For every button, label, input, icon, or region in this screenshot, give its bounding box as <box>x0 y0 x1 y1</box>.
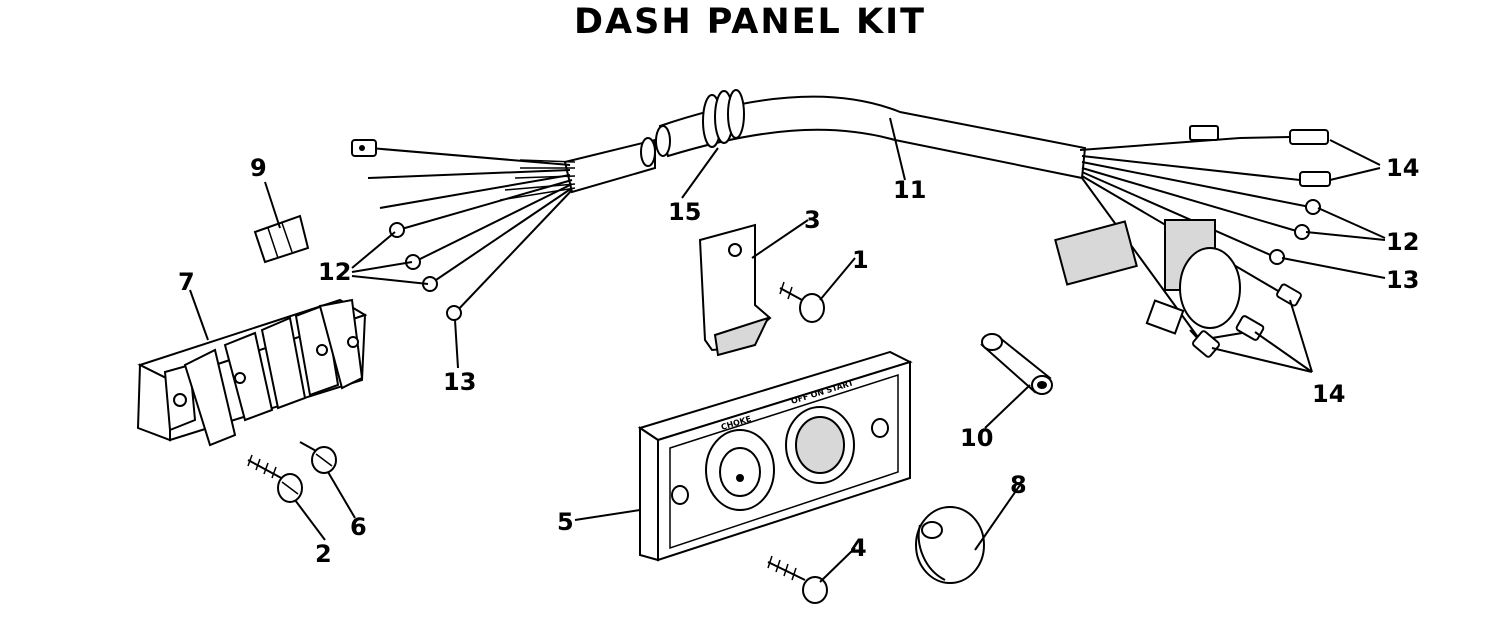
callout-12-left: 12 <box>318 258 351 286</box>
callout-7: 7 <box>178 268 195 296</box>
screw-1 <box>779 281 825 323</box>
callout-4: 4 <box>850 534 867 562</box>
callout-8: 8 <box>1010 471 1027 499</box>
callout-9: 9 <box>250 154 267 182</box>
right-wire-bundle <box>1054 125 1331 358</box>
wiring-harness <box>351 89 1331 358</box>
screw-2 <box>247 454 303 503</box>
mounting-bracket <box>698 223 772 357</box>
wire-connector <box>253 214 310 264</box>
left-wire-bundle <box>351 139 576 321</box>
callout-5: 5 <box>557 508 574 536</box>
callout-10: 10 <box>960 424 993 452</box>
grommet <box>702 89 745 148</box>
diagram-title: DASH PANEL KIT <box>573 2 927 42</box>
callout-14-top: 14 <box>1386 154 1419 182</box>
terminal-block <box>136 298 368 447</box>
screw-6 <box>299 441 337 474</box>
dash-panel: CHOKE OFF ON START <box>637 350 913 562</box>
callout-14-bottom: 14 <box>1312 380 1345 408</box>
callout-2: 2 <box>315 540 332 568</box>
callout-6: 6 <box>350 513 367 541</box>
button-plug <box>915 506 985 584</box>
leader-lines <box>189 117 1386 583</box>
sleeve <box>980 333 1053 395</box>
callout-12-right: 12 <box>1386 228 1419 256</box>
callout-13-left: 13 <box>443 368 476 396</box>
callout-15: 15 <box>668 198 701 226</box>
callout-11: 11 <box>893 176 926 204</box>
callout-3: 3 <box>804 206 821 234</box>
screw-4 <box>767 555 828 604</box>
callout-13-right: 13 <box>1386 266 1419 294</box>
callout-1: 1 <box>852 246 869 274</box>
callout-numbers: 9 7 12 13 15 11 3 1 2 6 5 4 8 10 14 12 1… <box>178 154 1419 568</box>
